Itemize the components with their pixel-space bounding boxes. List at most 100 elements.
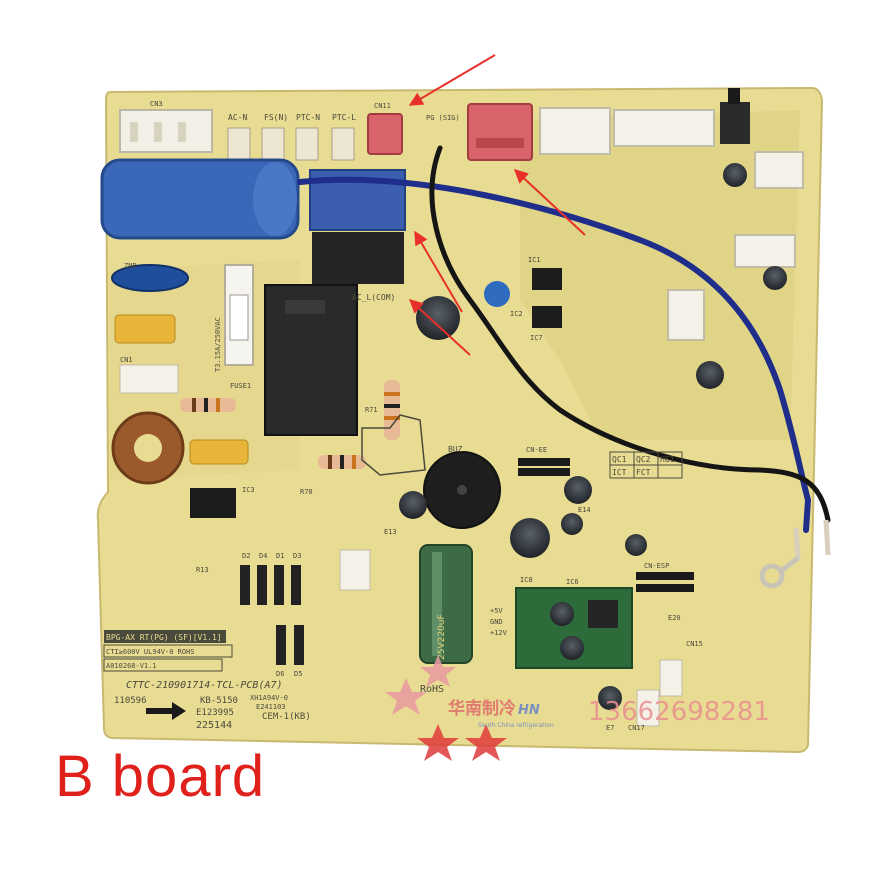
svg-text:E7: E7: [606, 724, 614, 732]
svg-text:RoHS: RoHS: [420, 684, 444, 695]
svg-text:XH1A94V-0: XH1A94V-0: [250, 694, 288, 702]
electrolytic-capacitor: [416, 296, 460, 340]
electrolytic-capacitor: [598, 686, 622, 710]
resistor: [384, 380, 400, 440]
svg-text:KB-5150: KB-5150: [200, 696, 238, 706]
electrolytic-capacitor: [763, 266, 787, 290]
diode: [240, 565, 250, 605]
svg-text:D5: D5: [294, 670, 302, 678]
resistor: [180, 398, 236, 412]
connector-white-2: [613, 109, 715, 147]
svg-text:IC1: IC1: [528, 256, 541, 264]
star-icon: [417, 724, 459, 761]
resistor: [318, 455, 366, 469]
electrolytic-capacitor: [510, 518, 550, 558]
svg-text:E241103: E241103: [256, 703, 286, 711]
trace-area: [520, 110, 800, 440]
pin-header-cn-ee: [518, 458, 570, 476]
svg-text:+5V: +5V: [490, 607, 503, 615]
diode: [294, 625, 304, 665]
varistor-znr: [111, 264, 189, 292]
terminal-ptcn: [295, 127, 319, 161]
watermark-subtitle: South China refrigeration: [478, 722, 554, 729]
watermark-phone: 13662698281: [588, 697, 770, 727]
connector-pg: [467, 103, 533, 161]
label-cn-esp: CN-ESP: [644, 562, 669, 570]
switch: [720, 102, 750, 144]
label-relay: AC_L(COM): [352, 293, 395, 302]
connector-small-white: [636, 689, 660, 727]
x-capacitor: [100, 158, 300, 240]
svg-text:+12V: +12V: [490, 629, 508, 637]
label-cn11: CN11: [374, 102, 391, 110]
label-fuse-rating: T3.15A/250VAC: [214, 317, 222, 372]
wire-terminal: [793, 519, 831, 561]
terminal-acn: [227, 127, 251, 161]
svg-text:IC3: IC3: [242, 486, 255, 494]
svg-text:R71: R71: [365, 406, 378, 414]
label-cn15: CN15: [686, 640, 703, 648]
component-labels: D2 D4 D1 D3 D6 D5 R13 R70 R71 E13 E14 E7…: [196, 406, 681, 732]
svg-text:E13: E13: [384, 528, 397, 536]
watermark-brand-latin: HN: [518, 703, 540, 718]
label-znr: ZNR: [124, 262, 137, 270]
red-arrow: [414, 230, 463, 313]
red-arrow: [513, 169, 586, 236]
svg-text:IC6: IC6: [566, 578, 579, 586]
electrolytic-capacitor: [696, 361, 724, 389]
label-buzzer: BUZ: [448, 445, 463, 454]
label-cn-ee: CN-EE: [526, 446, 547, 454]
board-marking: CTTC-210901714-TCL-PCB(A7) 110596 KB-515…: [114, 680, 444, 731]
ic3: [190, 488, 236, 518]
electrolytic-capacitor: [564, 476, 592, 504]
label-green-cap: 25V220uF: [437, 614, 447, 660]
ic-optocoupler: [532, 306, 562, 328]
spec-labels: BPG-AX RT(PG) (SF)[V1.1] CTI≥600V UL94V-…: [103, 630, 233, 672]
watermark: 华南制冷 HN South China refrigeration 136626…: [385, 655, 770, 761]
silk-outline: [361, 414, 426, 476]
connector-white-1: [539, 107, 611, 155]
pin-header-cn-esp: [636, 572, 694, 592]
label-cn1: CN1: [120, 356, 133, 364]
svg-text:GND: GND: [490, 618, 503, 626]
blue-wire: [297, 176, 812, 533]
connector-white-5: [667, 289, 705, 341]
connector-cn11: [367, 113, 403, 155]
board-caption: B board: [55, 744, 266, 809]
svg-text:110596: 110596: [114, 696, 147, 706]
svg-text:225144: 225144: [196, 720, 232, 731]
electrolytic-capacitor: [561, 513, 583, 535]
label-cn3: CN3: [150, 100, 163, 108]
svg-text:D3: D3: [293, 552, 301, 560]
diode: [291, 565, 301, 605]
svg-text:D4: D4: [259, 552, 267, 560]
connector-small-white: [659, 659, 683, 697]
label-cn17: CN17: [628, 724, 645, 732]
yellow-capacitor-1: [114, 314, 176, 344]
power-labels: +5V GND +12V: [490, 607, 508, 637]
svg-text:QC2: QC2: [636, 455, 651, 464]
electrolytic-capacitor: [723, 163, 747, 187]
svg-text:ICT: ICT: [612, 468, 627, 477]
svg-text:CTI≥600V UL94V-0 ROHS: CTI≥600V UL94V-0 ROHS: [106, 648, 195, 656]
svg-text:E14: E14: [578, 506, 591, 514]
connector-white-3: [754, 151, 804, 189]
star-icon: [420, 655, 456, 687]
svg-text:CEM-1(KB): CEM-1(KB): [262, 712, 311, 722]
star-icon: [385, 678, 427, 715]
terminal-fsn: [261, 127, 285, 161]
svg-text:BPG-AX RT(PG) (SF)[V1.1]: BPG-AX RT(PG) (SF)[V1.1]: [106, 633, 222, 642]
arrow-marking: [146, 702, 186, 720]
red-arrow: [408, 54, 496, 106]
svg-text:D2: D2: [242, 552, 250, 560]
relay-black-small: [312, 232, 404, 284]
svg-text:E123995: E123995: [196, 708, 234, 718]
electrolytic-capacitor: [625, 534, 647, 556]
ring-terminal: [759, 563, 785, 589]
ic-labels: IC1 IC2 IC3 IC6 IC7 IC8: [242, 256, 579, 586]
svg-text:HG1: HG1: [660, 455, 675, 464]
label-ptcn: PTC-N: [296, 113, 320, 122]
svg-text:R13: R13: [196, 566, 209, 574]
red-arrow: [408, 299, 471, 356]
